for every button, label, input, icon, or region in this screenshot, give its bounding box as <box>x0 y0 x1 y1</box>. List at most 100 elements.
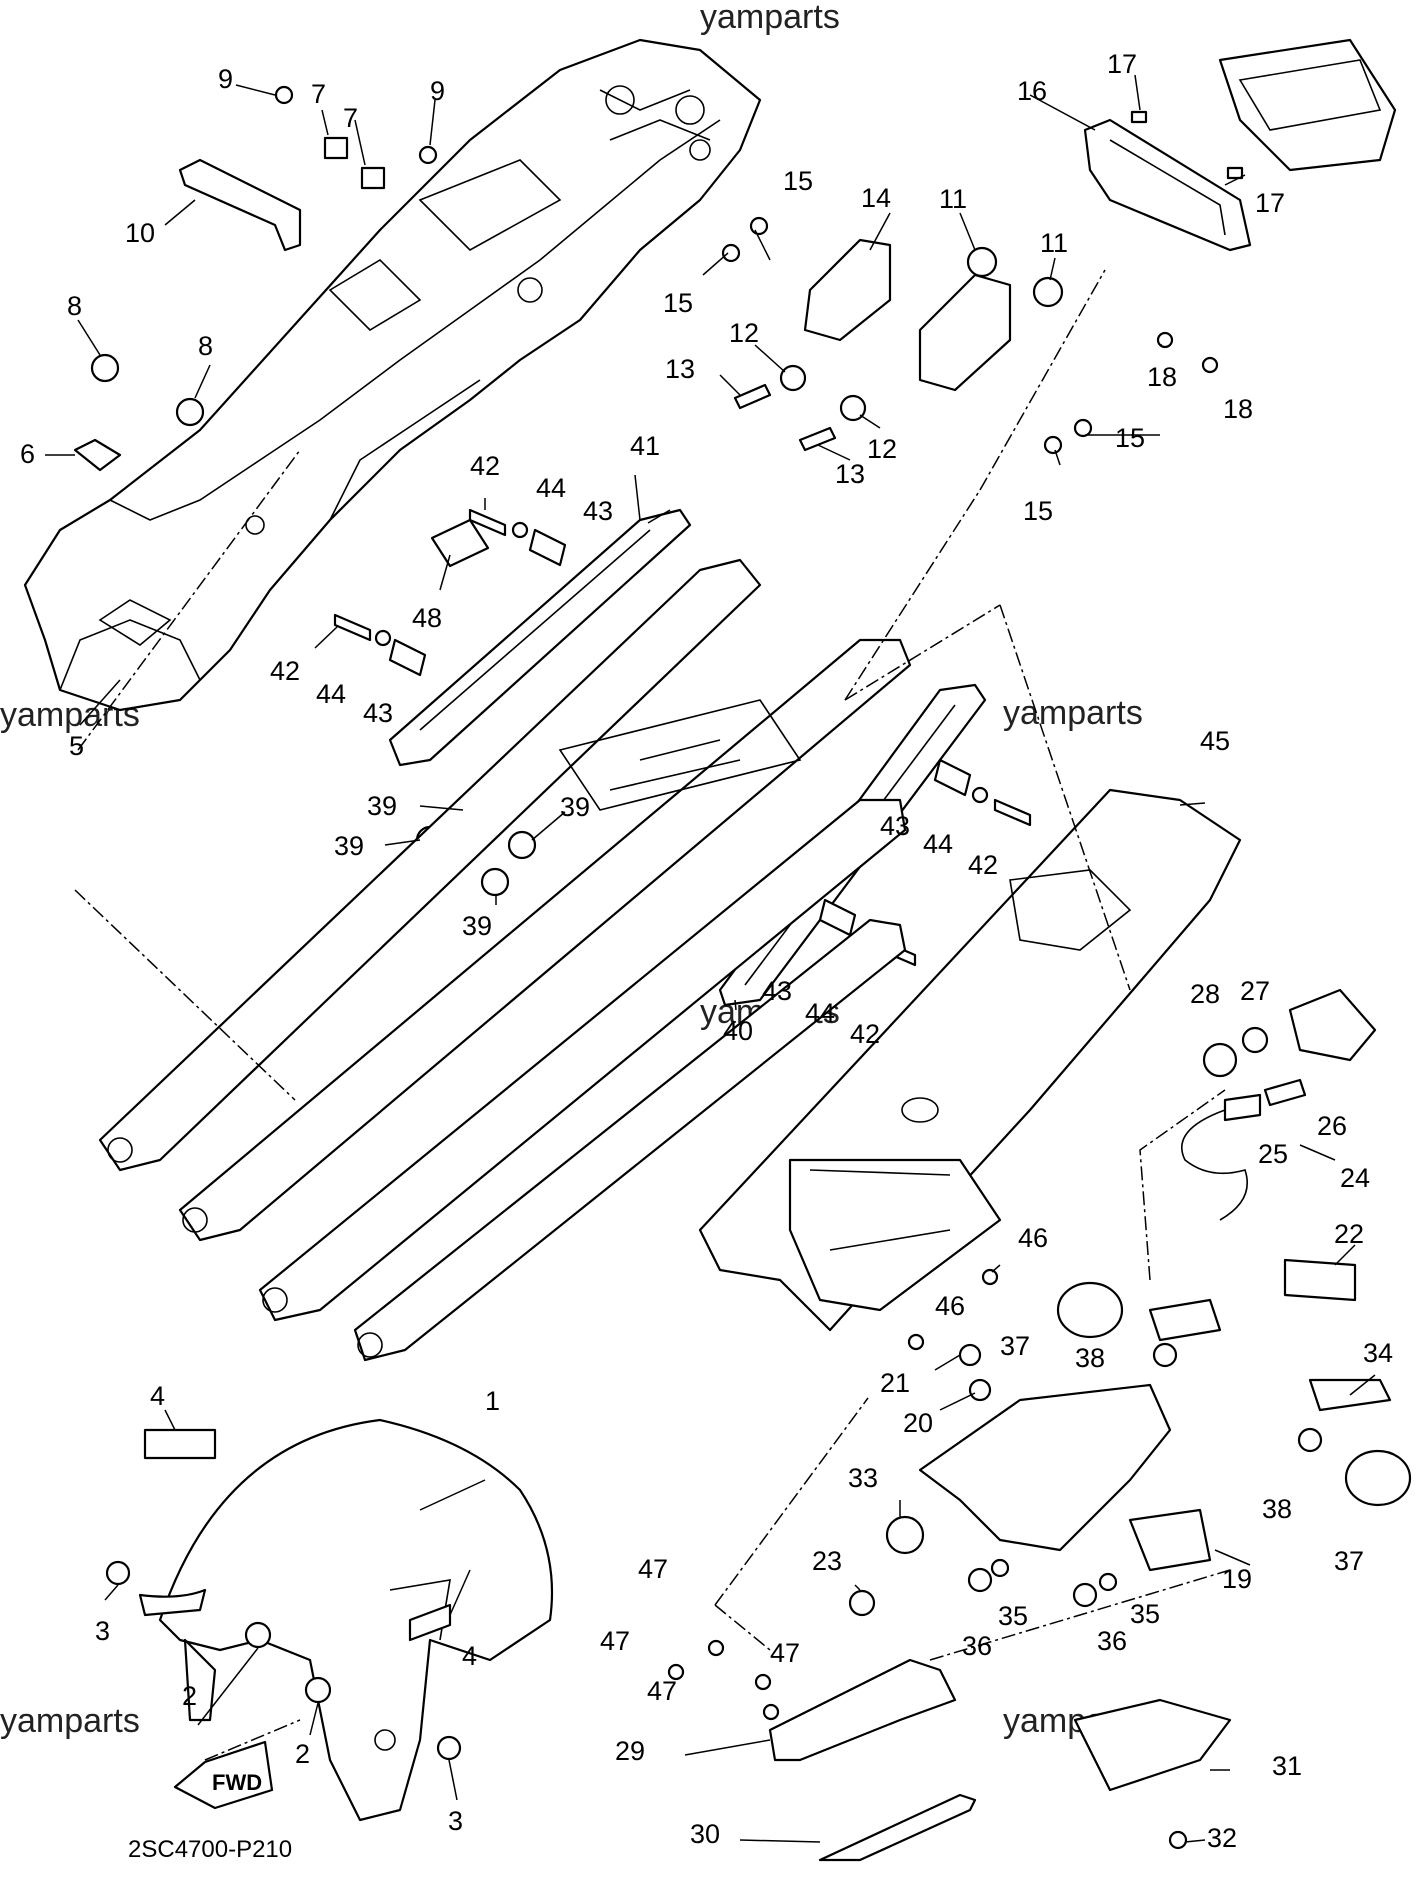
assembly-lines <box>74 269 1231 1761</box>
callout-7: 7 <box>311 79 326 109</box>
callout-42: 42 <box>850 1019 880 1049</box>
callout-18: 18 <box>1147 362 1177 392</box>
callout-9: 9 <box>430 76 445 106</box>
damper-part-28 <box>1202 1042 1238 1078</box>
callout-41: 41 <box>630 431 660 461</box>
callout-31: 31 <box>1272 1751 1302 1781</box>
washer-part-20 <box>968 1378 992 1402</box>
callout-12: 12 <box>867 434 897 464</box>
watermark-bottom-left: yamparts <box>0 1702 140 1740</box>
callout-4: 4 <box>462 1641 477 1671</box>
turn-signal-part-24 <box>1288 988 1377 1062</box>
bolt-part-8b <box>175 397 205 427</box>
callout-39: 39 <box>334 831 364 861</box>
callout-38: 38 <box>1075 1343 1105 1373</box>
bolt-part-13b <box>798 426 837 452</box>
callout-labels: 9 9 7 7 10 8 8 6 5 48 17 16 17 15 14 11 … <box>20 49 1393 1853</box>
collar-part-12a <box>779 364 807 392</box>
bolt-part-8a <box>90 353 120 383</box>
socket-part-27 <box>1241 1026 1269 1054</box>
stay-part-29 <box>768 1658 957 1762</box>
screw-part-9a <box>274 85 294 105</box>
plate-bracket-part-45 <box>698 788 1242 1332</box>
screw-part-3a <box>105 1560 131 1586</box>
callout-37: 37 <box>1000 1331 1030 1361</box>
washer-part-35a <box>990 1558 1010 1578</box>
callout-43: 43 <box>583 496 613 526</box>
reflector-part-22 <box>1283 1258 1357 1302</box>
rear-frame <box>98 558 912 1362</box>
callout-40: 40 <box>723 1016 753 1046</box>
callout-1: 1 <box>485 1386 500 1416</box>
damper-part-33 <box>885 1515 925 1555</box>
callout-39: 39 <box>560 792 590 822</box>
screw-part-46b <box>907 1333 925 1351</box>
front-fender-part-1 <box>138 1418 554 1822</box>
nut-part-47d <box>754 1673 772 1691</box>
callout-48: 48 <box>412 603 442 633</box>
callout-2: 2 <box>182 1681 197 1711</box>
bracket-part-34b <box>1148 1298 1222 1342</box>
callout-21: 21 <box>880 1368 910 1398</box>
callout-44: 44 <box>536 473 566 503</box>
callout-4: 4 <box>150 1381 165 1411</box>
screw-part-3b <box>436 1735 462 1761</box>
bolt-part-13a <box>733 383 772 410</box>
callout-26: 26 <box>1317 1111 1347 1141</box>
grommet-part-11b <box>1032 276 1064 308</box>
bracket-part-31 <box>1073 1698 1232 1792</box>
callout-44: 44 <box>316 679 346 709</box>
callout-37: 37 <box>1334 1546 1364 1576</box>
emblem-part-4 <box>143 1428 217 1460</box>
callout-46: 46 <box>1018 1223 1048 1253</box>
callout-18: 18 <box>1223 394 1253 424</box>
callout-33: 33 <box>848 1463 878 1493</box>
callout-8: 8 <box>67 291 82 321</box>
label-part-48 <box>430 518 490 568</box>
clip-part-17a <box>1130 110 1148 124</box>
callout-42: 42 <box>470 451 500 481</box>
callout-19: 19 <box>1222 1564 1252 1594</box>
callout-10: 10 <box>125 218 155 248</box>
bolt-part-15b <box>721 243 741 263</box>
callout-47: 47 <box>638 1554 668 1584</box>
wire-part-25 <box>1181 1109 1249 1221</box>
callout-44: 44 <box>923 829 953 859</box>
callout-20: 20 <box>903 1408 933 1438</box>
callout-34: 34 <box>1363 1338 1393 1368</box>
callout-3: 3 <box>95 1616 110 1646</box>
callout-11: 11 <box>939 184 967 214</box>
callout-17: 17 <box>1107 49 1137 79</box>
fwd-label: FWD <box>212 1770 262 1795</box>
callout-11: 11 <box>1040 228 1068 258</box>
taillight-part <box>1218 38 1397 172</box>
callout-12: 12 <box>729 318 759 348</box>
clip-part-17b <box>1226 166 1244 180</box>
watermark-right: yamparts <box>1003 694 1143 732</box>
nut-part-23 <box>848 1589 876 1617</box>
reflector-part-37b <box>1344 1449 1412 1507</box>
callout-17: 17 <box>1255 188 1285 218</box>
callout-23: 23 <box>812 1546 842 1576</box>
callout-47: 47 <box>770 1638 800 1668</box>
grommet-part-2a <box>244 1621 272 1649</box>
callout-13: 13 <box>835 459 865 489</box>
callout-15: 15 <box>783 166 813 196</box>
callout-9: 9 <box>218 64 233 94</box>
callout-42: 42 <box>270 656 300 686</box>
callout-42: 42 <box>968 850 998 880</box>
callout-45: 45 <box>1200 726 1230 756</box>
bolt-part-15a <box>749 216 769 236</box>
callout-15: 15 <box>1115 423 1145 453</box>
socket-part-25 <box>1223 1093 1262 1122</box>
leader-lines <box>45 74 1376 1843</box>
callout-39: 39 <box>367 791 397 821</box>
nut-part-36a <box>967 1567 993 1593</box>
bolt-part-15c <box>1073 418 1093 438</box>
washer-part-35b <box>1098 1572 1118 1592</box>
pad-part-6 <box>73 438 122 472</box>
callout-22: 22 <box>1334 1219 1364 1249</box>
rear-fender-assembly <box>23 38 762 712</box>
screw-part-9b <box>418 145 438 165</box>
